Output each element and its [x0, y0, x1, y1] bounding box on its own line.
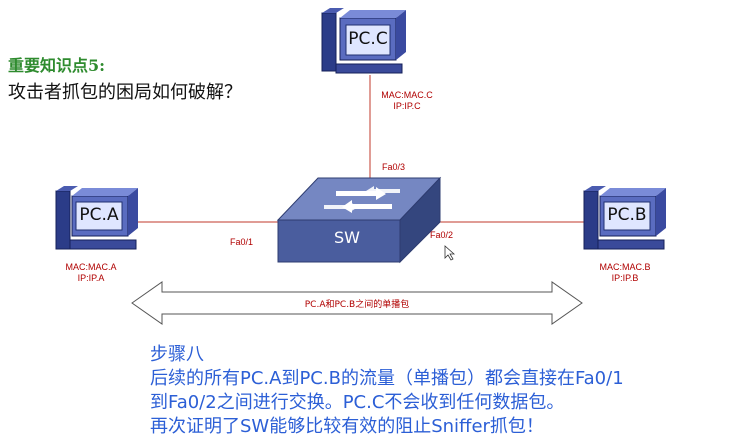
step-line-2: 到Fa0/2之间进行交换。PC.C不会收到任何数据包。 [150, 392, 565, 413]
question-heading: 攻击者抓包的困局如何破解？ [8, 82, 242, 103]
topic-heading: 重要知识点5: [8, 56, 106, 75]
step-line-3: 再次证明了SW能够比较有效的阻止Sniffer抓包！ [150, 416, 544, 437]
pc-c-mac: MAC:MAC.C [381, 90, 433, 100]
port-fa0-1: Fa0/1 [230, 237, 254, 247]
pc-b-mac: MAC:MAC.B [599, 262, 651, 272]
pc-a-ip: IP:IP.A [77, 273, 105, 283]
step-line-1: 后续的所有PC.A到PC.B的流量（单播包）都会直接在Fa0/1 [150, 368, 624, 389]
unicast-double-arrow [131, 281, 583, 325]
pc-b-icon [583, 186, 666, 250]
pc-b-label: PC.B [607, 205, 647, 225]
pc-a-label: PC.A [79, 205, 119, 225]
pc-c-icon [321, 8, 406, 74]
pc-a-mac: MAC:MAC.A [65, 262, 117, 272]
port-fa0-2: Fa0/2 [430, 230, 454, 240]
step-title: 步骤八 [150, 344, 204, 365]
pc-b-address: MAC:MAC.B IP:IP.B [590, 262, 660, 284]
pc-a-icon [55, 186, 138, 250]
unicast-arrow-label: PC.A和PC.B之间的单播包 [304, 300, 410, 310]
pc-b-ip: IP:IP.B [611, 273, 639, 283]
mouse-cursor-icon [444, 245, 456, 261]
switch-label: SW [334, 228, 360, 247]
pc-a-address: MAC:MAC.A IP:IP.A [56, 262, 126, 284]
pc-c-ip: IP:IP.C [393, 101, 421, 111]
switch-icon [276, 176, 442, 264]
pc-c-label: PC.C [348, 29, 388, 49]
pc-c-address: MAC:MAC.C IP:IP.C [372, 90, 442, 112]
port-fa0-3: Fa0/3 [382, 162, 406, 172]
